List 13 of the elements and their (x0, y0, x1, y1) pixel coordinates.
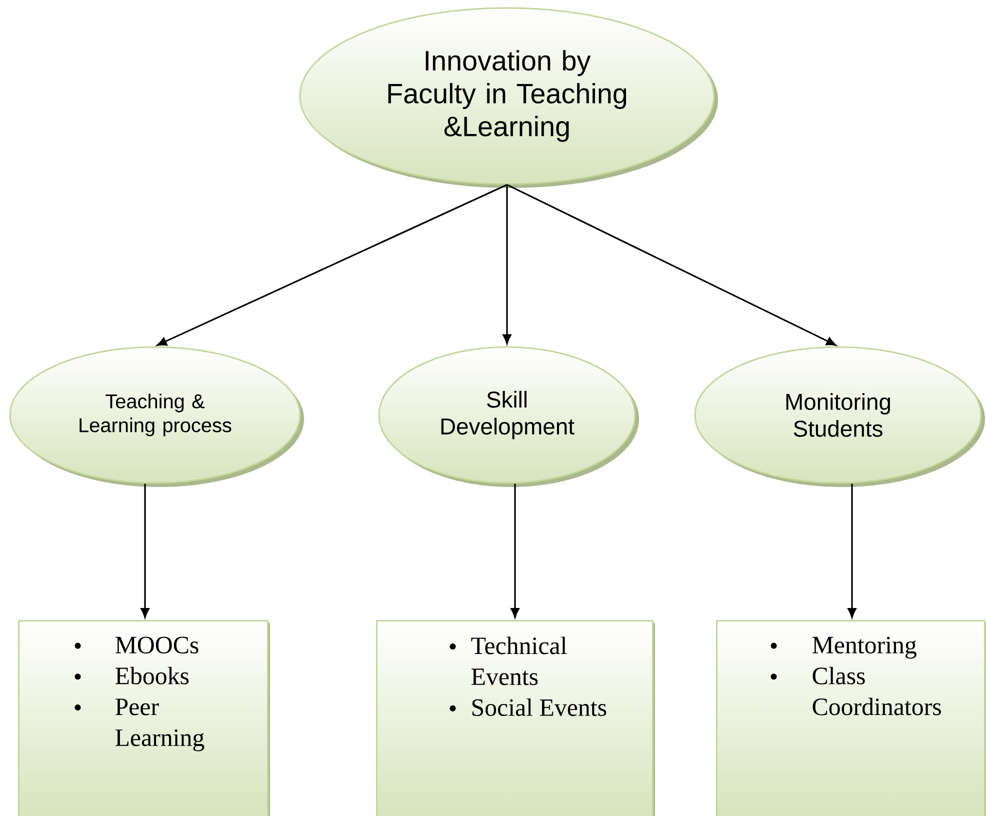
list-box: Mentoring Class Coordinators (716, 620, 986, 816)
ellipse-node: Monitoring Students (694, 346, 985, 487)
arrow (848, 484, 856, 618)
ellipse-node: Teaching & Learning process (9, 346, 304, 487)
ellipse-node: Innovation by Faculty in Teaching &Learning (299, 7, 718, 188)
list-box: MOOCs Ebooks Peer Learning (18, 620, 270, 816)
arrow (140, 484, 150, 618)
arrow (506, 184, 836, 346)
arrow (502, 184, 512, 344)
list-box: Technical Events Social Events (376, 620, 655, 816)
ellipse-node: Skill Development (378, 346, 639, 487)
arrow (156, 184, 508, 346)
arrow (510, 484, 520, 618)
